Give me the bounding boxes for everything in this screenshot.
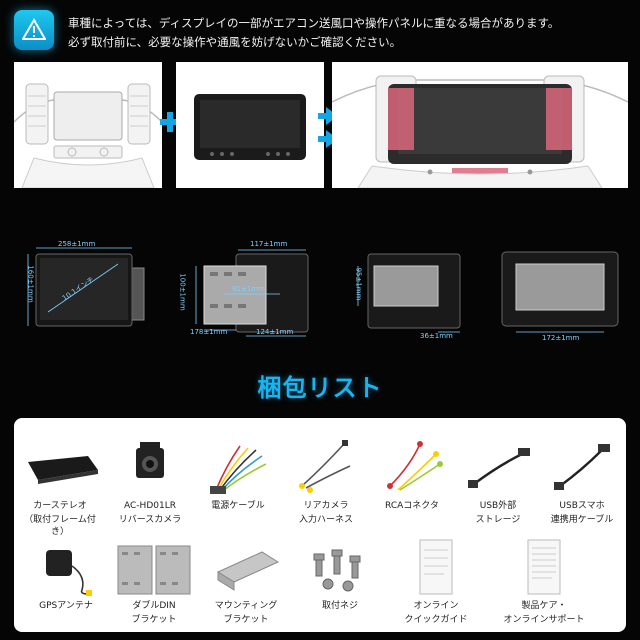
- list-item: RCAコネクタ: [370, 436, 454, 514]
- package-list-card: カーステレオ （取付フレーム付き） AC-HD01LR リバースカメラ 電源ケー…: [14, 418, 626, 632]
- item-label-13b: オンラインサポート: [503, 615, 585, 625]
- item-label-12a: オンライン: [413, 601, 459, 611]
- item-label-5a: RCAコネクタ: [385, 501, 439, 511]
- item-label-3a: 電源ケーブル: [211, 501, 265, 511]
- rca-connector-icon: [370, 436, 454, 498]
- height-label: 160±1mm: [26, 265, 35, 303]
- list-item: マウンティング ブラケット: [204, 536, 288, 626]
- car-dashboard-image: [13, 62, 163, 189]
- usb-storage-icon: [456, 436, 540, 498]
- item-label-9b: ブラケット: [131, 615, 177, 625]
- warning-line-2: 必ず取付前に、必要な操作や通風を妨げないかご確認ください。: [68, 35, 402, 49]
- head-unit-image: [176, 62, 324, 188]
- installed-result-image: [331, 62, 629, 189]
- item-label-9a: ダブルDIN: [132, 601, 176, 611]
- list-item: AC-HD01LR リバースカメラ: [108, 436, 192, 526]
- bracket-top-label: 117±1mm: [250, 240, 288, 248]
- width-label: 258±1mm: [58, 240, 96, 248]
- list-item: リアカメラ 入力ハーネス: [284, 436, 368, 526]
- quick-guide-icon: [394, 536, 478, 598]
- list-item: USBスマホ 連携用ケーブル: [540, 436, 624, 526]
- bracket-height-label: 100±1mm: [178, 273, 187, 311]
- item-label-13a: 製品ケア・: [521, 601, 567, 611]
- dimension-side-view: 95±1mm 36±1mm: [340, 244, 470, 344]
- car-stereo-icon: [18, 436, 102, 498]
- item-label-8a: GPSアンテナ: [39, 601, 93, 611]
- dimension-back-view: 172±1mm: [496, 244, 626, 344]
- power-cable-icon: [196, 436, 280, 498]
- warning-line-1: 車種によっては、ディスプレイの一部がエアコン送風口や操作パネルに重なる場合があり…: [68, 16, 560, 30]
- bracket-depth-label: 178±1mm: [190, 328, 228, 336]
- list-item: 電源ケーブル: [196, 436, 280, 514]
- item-label-10a: マウンティング: [214, 601, 278, 611]
- usb-phone-cable-icon: [540, 436, 624, 498]
- arrow-bar-1: [318, 113, 326, 119]
- gps-antenna-icon: [24, 536, 108, 598]
- item-label-7b: 連携用ケーブル: [550, 515, 614, 525]
- list-item: カーステレオ （取付フレーム付き）: [18, 436, 102, 538]
- bracket-inner-label: 91±1mm: [232, 285, 265, 293]
- list-item: 製品ケア・ オンラインサポート: [492, 536, 596, 626]
- item-label-2b: リバースカメラ: [118, 515, 182, 525]
- item-label-1a: カーステレオ: [33, 501, 87, 511]
- bracket-bottom-label: 124±1mm: [256, 328, 294, 336]
- warning-text: 車種によっては、ディスプレイの一部がエアコン送風口や操作パネルに重なる場合があり…: [68, 14, 559, 52]
- double-din-bracket-icon: [112, 536, 196, 598]
- dimension-bracket-view: 117±1mm 100±1mm 91±1mm 178±1mm 124±1mm: [176, 240, 326, 344]
- list-item: オンライン クイックガイド: [394, 536, 478, 626]
- side-height-label: 95±1mm: [354, 267, 363, 301]
- warning-banner: 車種によっては、ディスプレイの一部がエアコン送風口や操作パネルに重なる場合があり…: [14, 10, 626, 54]
- item-label-6a: USB外部: [479, 501, 517, 511]
- dimension-front-view: 258±1mm 160±1mm 10.1インチ: [18, 238, 158, 338]
- reverse-camera-icon: [108, 436, 192, 498]
- list-item: USB外部 ストレージ: [456, 436, 540, 526]
- item-label-6b: ストレージ: [475, 515, 521, 525]
- item-label-10b: ブラケット: [223, 615, 269, 625]
- side-depth-label: 36±1mm: [420, 332, 453, 340]
- item-label-4b: 入力ハーネス: [298, 515, 353, 525]
- item-label-11a: 取付ネジ: [321, 601, 358, 611]
- screws-icon: [298, 536, 382, 598]
- item-label-1b: （取付フレーム付き）: [24, 515, 96, 537]
- list-item: 取付ネジ: [298, 536, 382, 614]
- item-label-2a: AC-HD01LR: [124, 501, 176, 511]
- arrow-bar-2: [318, 136, 326, 142]
- package-list-title: 梱包リスト: [257, 374, 383, 402]
- list-item: ダブルDIN ブラケット: [112, 536, 196, 626]
- warning-icon: [14, 10, 54, 50]
- item-label-7a: USBスマホ: [559, 501, 605, 511]
- plus-icon: [160, 112, 180, 132]
- list-item: GPSアンテナ: [24, 536, 108, 614]
- product-care-doc-icon: [492, 536, 596, 598]
- item-label-4a: リアカメラ: [303, 501, 349, 511]
- mounting-bracket-icon: [204, 536, 288, 598]
- harness-icon: [284, 436, 368, 498]
- item-label-12b: クイックガイド: [404, 615, 468, 625]
- back-width-label: 172±1mm: [542, 334, 580, 342]
